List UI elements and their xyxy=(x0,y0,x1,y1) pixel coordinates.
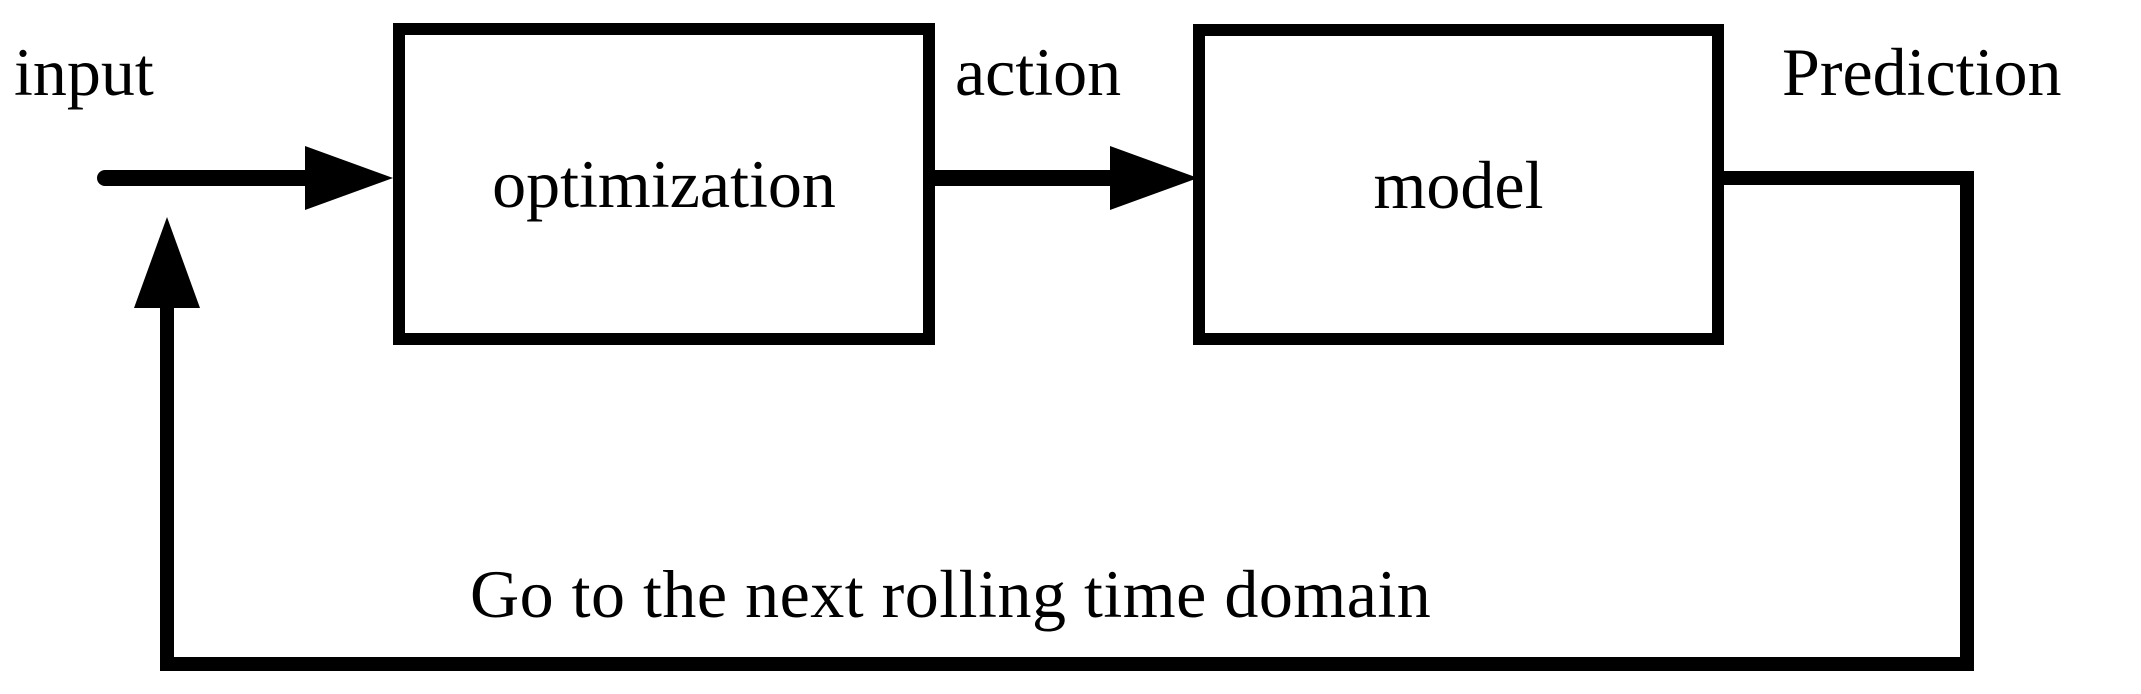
optimization-block-rect[interactable] xyxy=(393,23,935,345)
optimization-block-label: optimization xyxy=(492,146,836,222)
action-label: action xyxy=(955,34,1122,110)
input-arrowhead-icon xyxy=(305,146,393,210)
prediction-label: Prediction xyxy=(1782,34,2062,110)
action-arrowhead-icon xyxy=(1110,146,1198,210)
feedback-arrowhead-icon xyxy=(134,217,200,308)
model-block-rect[interactable] xyxy=(1193,24,1724,345)
feedback-loop-label: Go to the next rolling time domain xyxy=(470,556,1432,632)
feedback-path xyxy=(160,171,1974,671)
model-block-label: model xyxy=(1373,146,1544,223)
input-label: input xyxy=(14,34,154,110)
